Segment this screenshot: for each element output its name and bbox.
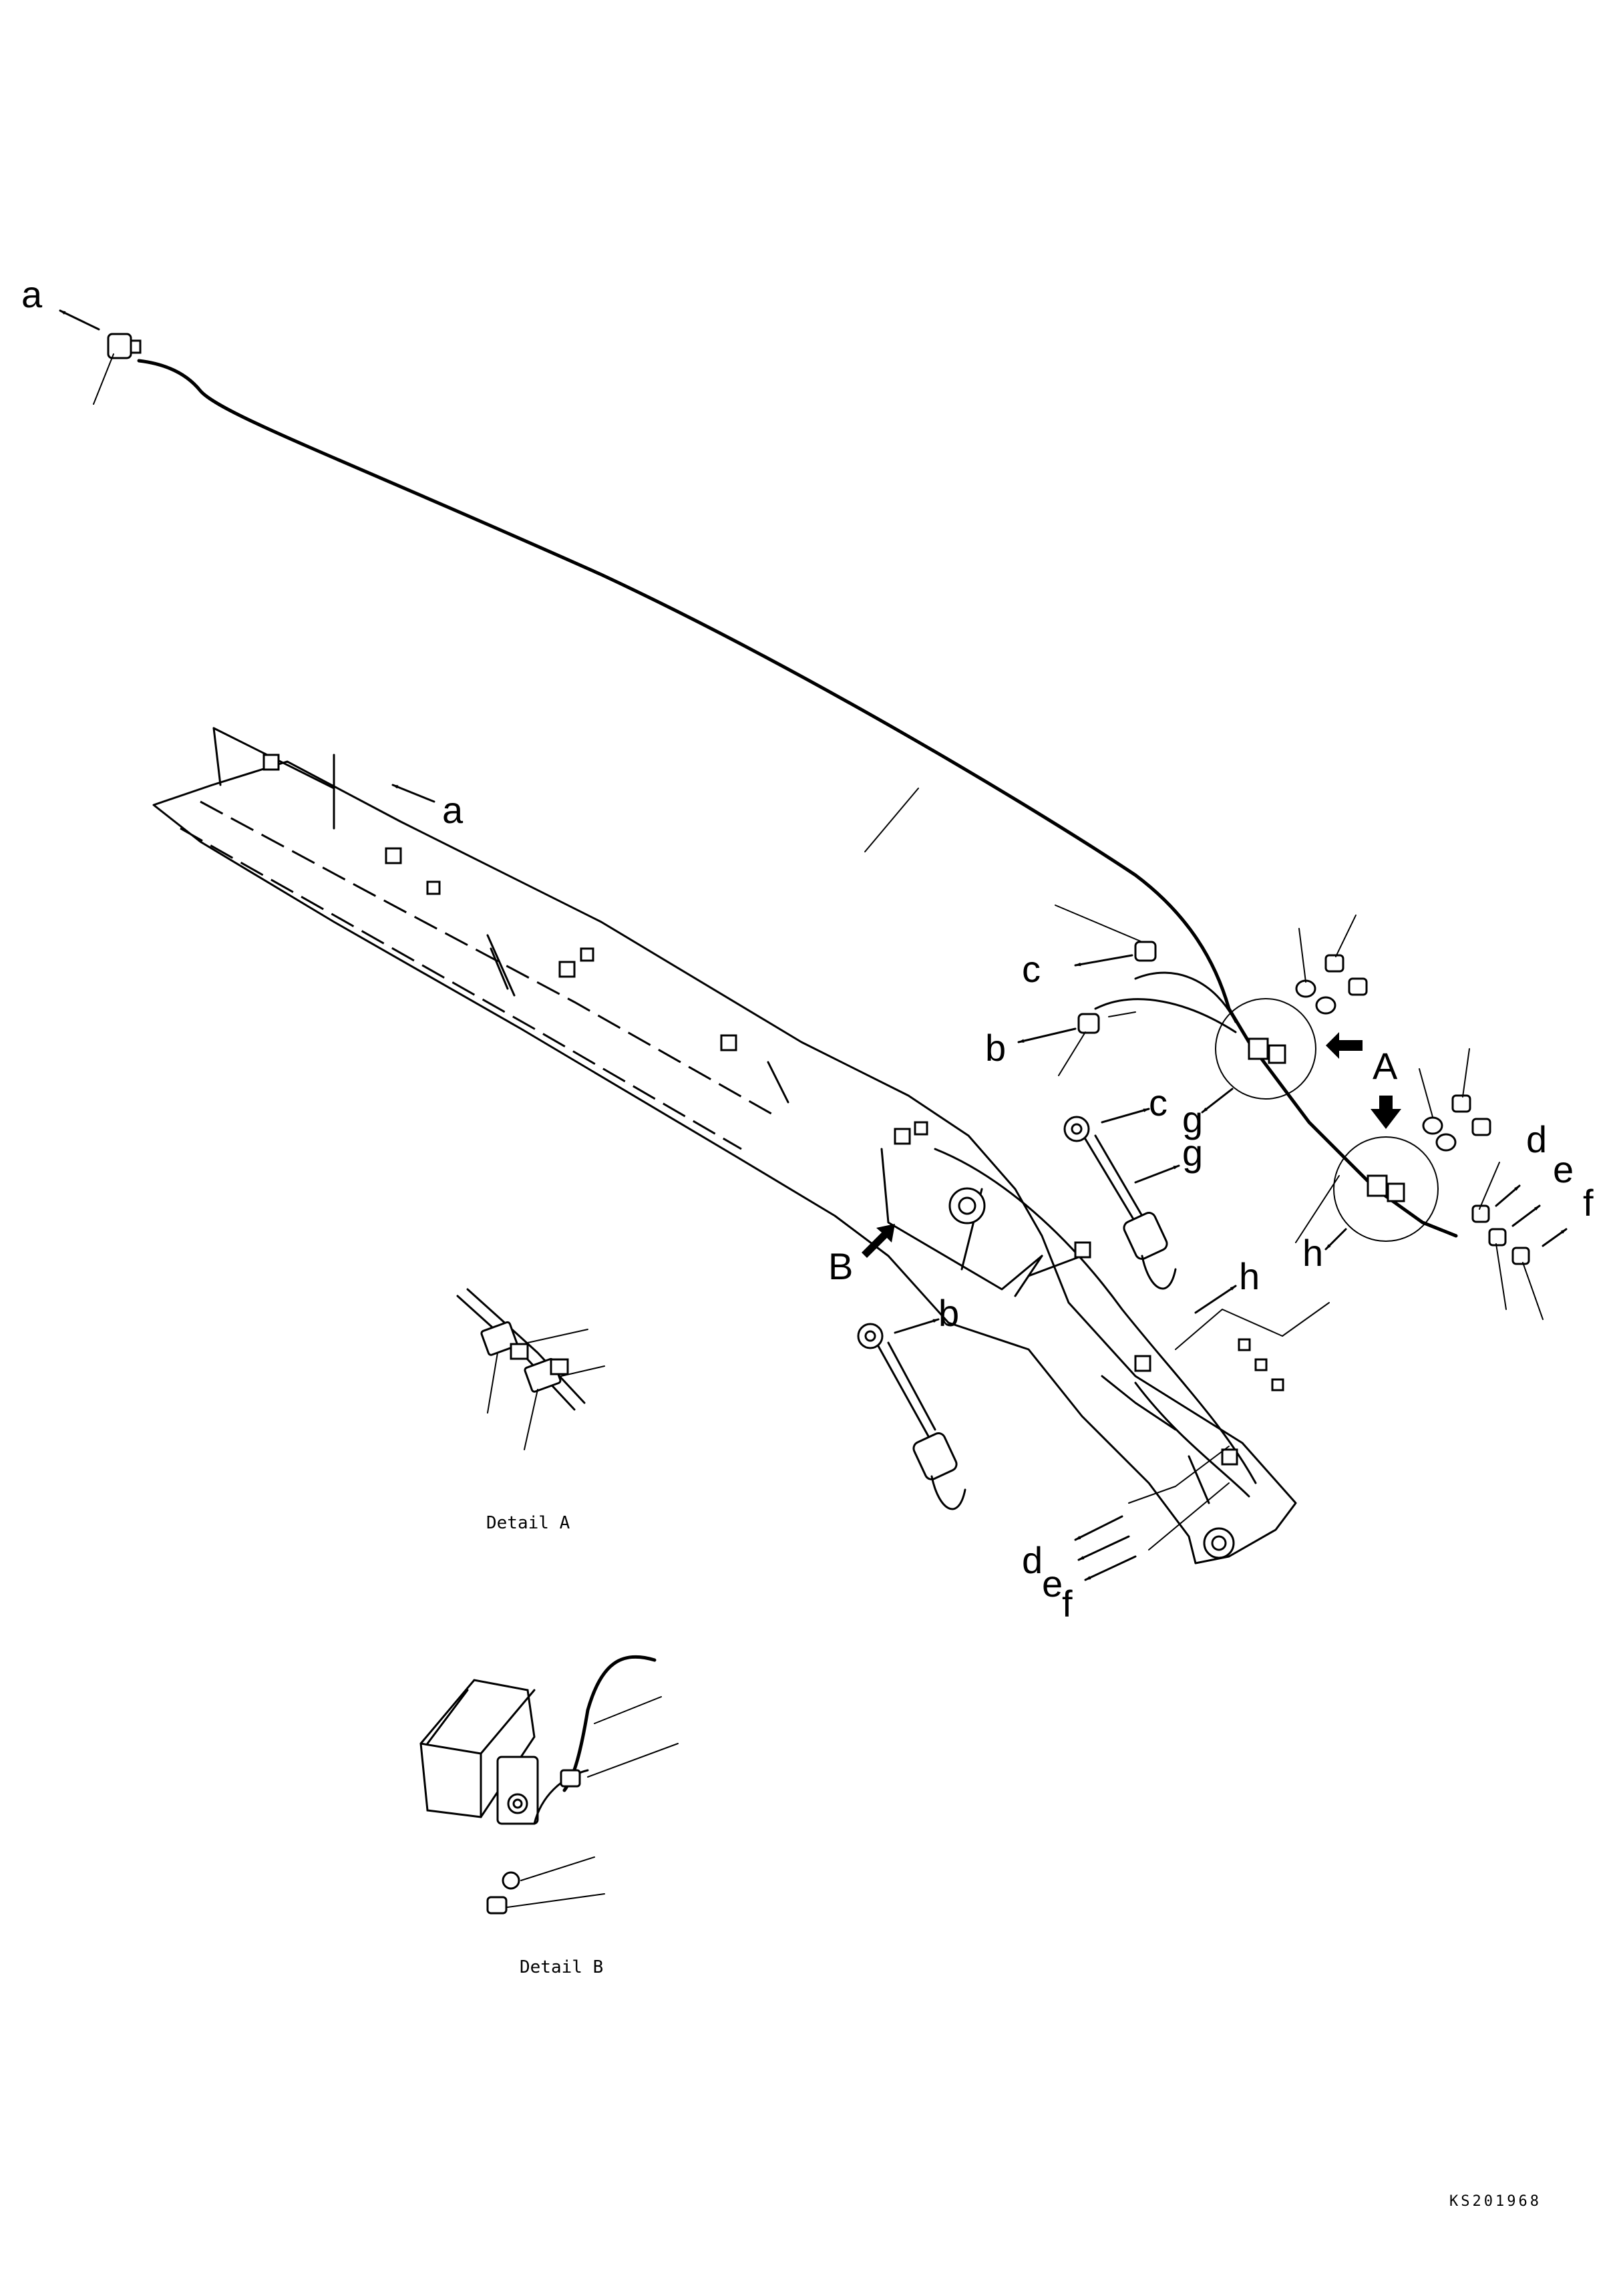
view-circle-1: g <box>1182 998 1363 1140</box>
drawing-code: KS201968 <box>1449 2193 1542 2210</box>
caption-detail-b: Detail B <box>520 1957 603 1977</box>
detail-a: Detail A <box>456 1288 605 1533</box>
callout-f-lower: f <box>1062 1583 1073 1625</box>
boom-clamps <box>262 754 1238 1466</box>
detail-b: Detail B <box>419 1655 679 1977</box>
connector-b-upper: b <box>985 1011 1136 1076</box>
view-b-marker: B <box>828 1224 895 1287</box>
sensor-rod-c: c g <box>1063 1082 1203 1290</box>
callout-e-lower: e <box>1042 1563 1063 1605</box>
connectors-def-right: d e f <box>1471 1118 1594 1320</box>
bolts-group-2 <box>1419 1048 1491 1152</box>
view-circle-2: h <box>1295 1136 1439 1274</box>
callout-b-lower: b <box>938 1292 959 1334</box>
callout-e-right: e <box>1553 1148 1574 1190</box>
connector-a-top: a <box>21 273 142 405</box>
sensor-rod-b: b <box>857 1292 966 1510</box>
callout-a-top: a <box>21 273 43 315</box>
callout-a-boom: a <box>442 789 464 831</box>
lower-connectors: h d e f <box>1022 1255 1330 1625</box>
view-a-marker: A <box>1371 1045 1401 1129</box>
callout-d-lower: d <box>1022 1539 1043 1581</box>
callout-b-upper: b <box>985 1027 1006 1069</box>
callout-f-right: f <box>1583 1182 1594 1224</box>
callout-c-middle: c <box>1149 1082 1167 1124</box>
view-b-label: B <box>828 1245 853 1287</box>
callout-g-upper: g <box>1182 1098 1203 1140</box>
callout-h-lower: h <box>1239 1255 1260 1297</box>
connector-c-upper: c <box>1022 905 1157 990</box>
callout-c-upper: c <box>1022 948 1041 990</box>
callout-a-boom-group: a <box>391 784 464 831</box>
callout-d-right: d <box>1526 1118 1547 1160</box>
bolts-group-1 <box>1295 915 1368 1015</box>
top-harness <box>137 359 1458 1238</box>
caption-detail-a: Detail A <box>486 1513 570 1533</box>
callout-g-middle: g <box>1182 1132 1203 1174</box>
callout-h-upper: h <box>1302 1232 1323 1274</box>
view-a-label: A <box>1373 1045 1398 1087</box>
boom-body <box>152 727 1297 1565</box>
